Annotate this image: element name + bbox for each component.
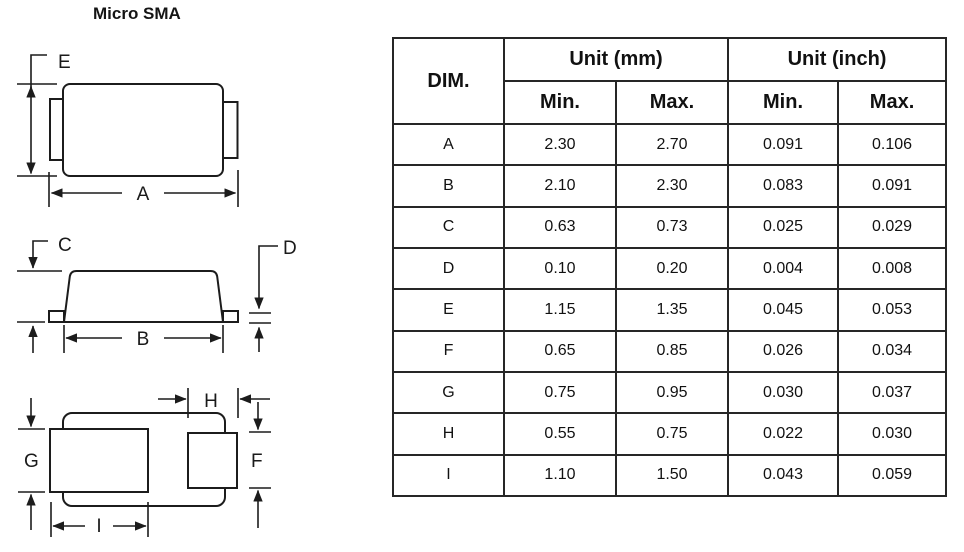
value-cell: 0.022: [727, 412, 840, 456]
dim-label-h: H: [204, 391, 218, 412]
dim-label-b: B: [137, 329, 150, 350]
value-cell: 0.026: [727, 329, 840, 373]
dim-cell: H: [392, 412, 505, 456]
col-header-max-mm: Max.: [614, 80, 730, 125]
value-cell: 2.70: [614, 122, 730, 167]
value-cell: 0.091: [837, 164, 948, 208]
package-outline-drawing: E A C: [17, 52, 297, 537]
value-cell: 0.030: [837, 412, 948, 456]
col-header-unit-mm: Unit (mm): [502, 37, 730, 82]
value-cell: 0.034: [837, 329, 948, 373]
value-cell: 0.63: [503, 205, 617, 249]
value-cell: 2.30: [614, 164, 730, 208]
dim-cell: A: [392, 122, 505, 167]
value-cell: 0.053: [837, 288, 948, 332]
table-row: G 0.75 0.95 0.030 0.037: [392, 370, 948, 415]
dim-label-c: C: [58, 235, 72, 256]
dimension-table: DIM. Unit (mm) Unit (inch) Min. Max. Min…: [392, 37, 948, 498]
dim-label-a: A: [137, 184, 150, 205]
dim-cell: E: [392, 288, 505, 332]
table-row: C 0.63 0.73 0.025 0.029: [392, 205, 948, 249]
value-cell: 0.029: [837, 205, 948, 249]
side-view-body: [62, 270, 225, 323]
value-cell: 1.10: [503, 453, 617, 498]
dim-label-d: D: [283, 238, 297, 259]
side-view-drawing: C D B: [17, 235, 297, 353]
value-cell: 0.004: [727, 246, 840, 291]
side-view-right-foot: [222, 310, 239, 323]
value-cell: 0.008: [837, 246, 948, 291]
top-view-drawing: E A: [17, 52, 239, 207]
dim-label-i: I: [96, 516, 101, 537]
dim-label-f: F: [251, 451, 263, 472]
bottom-view-right-pad: [187, 432, 238, 489]
col-header-max-inch: Max.: [837, 80, 948, 125]
dim-cell: G: [392, 370, 505, 415]
value-cell: 0.091: [727, 122, 840, 167]
table-row: F 0.65 0.85 0.026 0.034: [392, 329, 948, 373]
dim-label-e: E: [58, 52, 71, 73]
page-title: Micro SMA: [93, 4, 181, 23]
table-header-row: DIM. Unit (mm) Unit (inch): [392, 37, 948, 125]
top-view-right-lead: [222, 101, 239, 159]
dimension-e: E: [17, 52, 71, 177]
value-cell: 0.75: [614, 412, 730, 456]
value-cell: 0.059: [837, 453, 948, 498]
value-cell: 2.30: [503, 122, 617, 167]
dimension-a: A: [48, 170, 239, 207]
dimension-f: F: [249, 402, 271, 528]
value-cell: 1.50: [614, 453, 730, 498]
value-cell: 0.55: [503, 412, 617, 456]
table-row: I 1.10 1.50 0.043 0.059: [392, 453, 948, 498]
dim-cell: D: [392, 246, 505, 291]
dimension-g: G: [18, 398, 45, 530]
dim-cell: B: [392, 164, 505, 208]
value-cell: 0.025: [727, 205, 840, 249]
col-header-dim: DIM.: [392, 37, 505, 125]
side-view-left-foot: [48, 310, 65, 323]
value-cell: 1.15: [503, 288, 617, 332]
dimension-d: D: [249, 238, 297, 352]
dim-label-g: G: [24, 451, 39, 472]
value-cell: 0.73: [614, 205, 730, 249]
value-cell: 0.85: [614, 329, 730, 373]
dimension-c: C: [17, 235, 72, 353]
table-row: E 1.15 1.35 0.045 0.053: [392, 288, 948, 332]
value-cell: 0.037: [837, 370, 948, 415]
col-header-min-inch: Min.: [727, 80, 840, 125]
table-row: B 2.10 2.30 0.083 0.091: [392, 164, 948, 208]
bottom-view-drawing: G H F: [18, 388, 271, 537]
table-subheader-row: Min. Max. Min. Max.: [393, 80, 948, 125]
table-row: H 0.55 0.75 0.022 0.030: [392, 412, 948, 456]
dimension-h: H: [158, 388, 270, 418]
bottom-view-left-pad: [49, 428, 149, 493]
value-cell: 0.083: [727, 164, 840, 208]
value-cell: 0.75: [503, 370, 617, 415]
top-view-body: [62, 83, 224, 177]
table-row: D 0.10 0.20 0.004 0.008: [392, 246, 948, 291]
table-row: A 2.30 2.70 0.091 0.106: [392, 122, 948, 167]
value-cell: 1.35: [614, 288, 730, 332]
dimension-i: I: [50, 502, 149, 537]
value-cell: 0.10: [503, 246, 617, 291]
value-cell: 0.95: [614, 370, 730, 415]
col-header-min-mm: Min.: [503, 80, 617, 125]
value-cell: 2.10: [503, 164, 617, 208]
dim-cell: F: [392, 329, 505, 373]
value-cell: 0.043: [727, 453, 840, 498]
dim-cell: C: [392, 205, 505, 249]
value-cell: 0.045: [727, 288, 840, 332]
value-cell: 0.20: [614, 246, 730, 291]
value-cell: 0.030: [727, 370, 840, 415]
dimension-b: B: [63, 325, 224, 353]
value-cell: 0.106: [837, 122, 948, 167]
top-view-left-lead: [49, 98, 65, 161]
dim-cell: I: [392, 453, 505, 498]
col-header-unit-inch: Unit (inch): [727, 37, 948, 82]
value-cell: 0.65: [503, 329, 617, 373]
